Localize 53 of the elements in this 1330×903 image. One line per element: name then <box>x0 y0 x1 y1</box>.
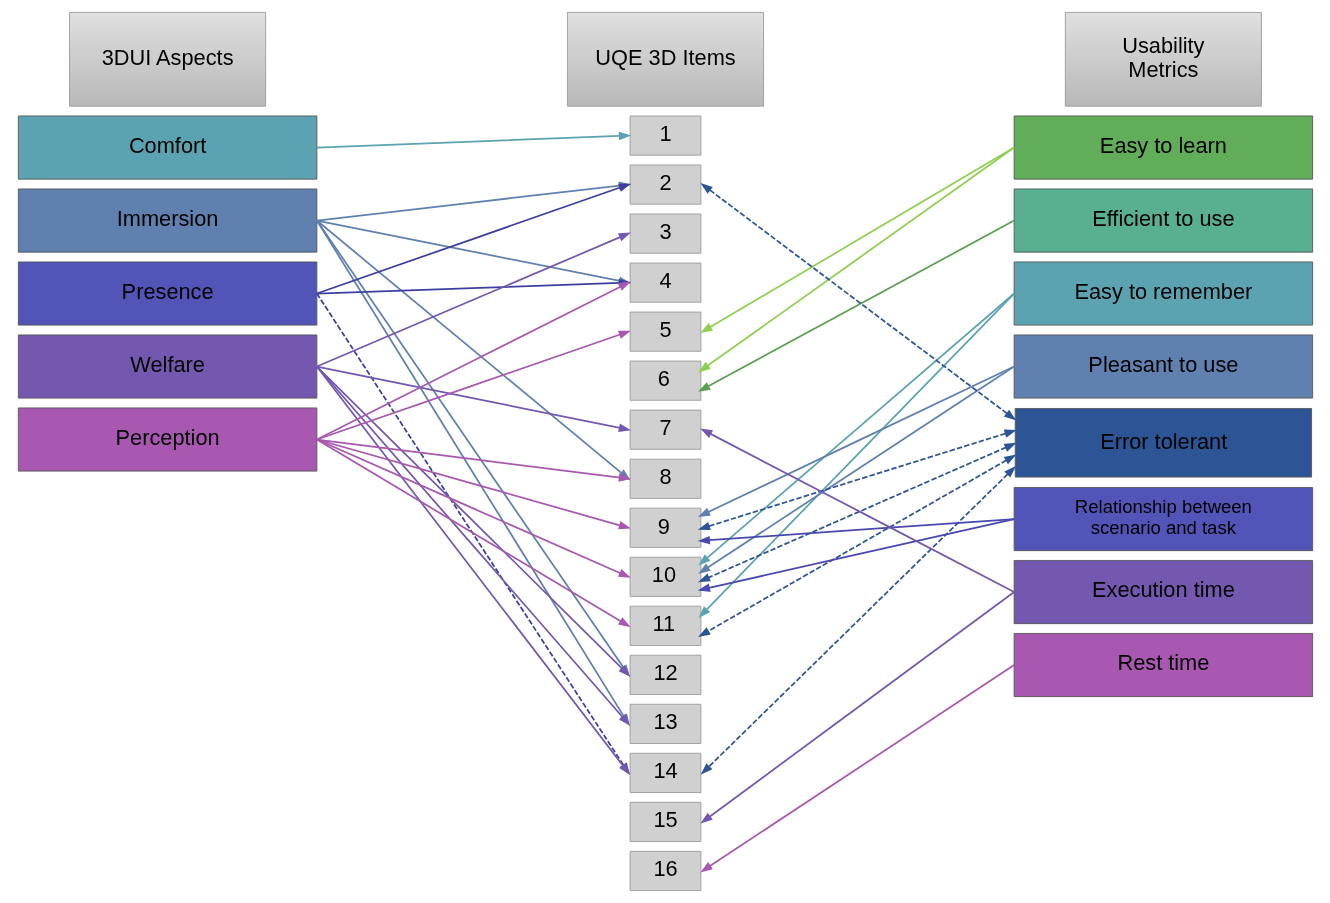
node-box: 3DUI Aspects <box>68 12 266 107</box>
arrow <box>697 429 1017 531</box>
node-box: 2 <box>629 164 701 205</box>
node-box: 12 <box>629 654 701 695</box>
arrow <box>697 442 1017 583</box>
node-box: 14 <box>629 752 701 793</box>
arrow <box>699 591 1015 824</box>
arrow <box>698 292 1015 618</box>
arrow <box>697 219 1015 392</box>
node-box: 1 <box>629 115 701 156</box>
arrow <box>699 146 1015 333</box>
arrow <box>699 664 1015 873</box>
node-box: Efficient to use <box>1013 188 1313 253</box>
node-box: UQE 3D Items <box>566 12 764 107</box>
node-box: 5 <box>629 311 701 352</box>
node-box: 16 <box>629 850 701 891</box>
arrow <box>697 365 1015 517</box>
node-box: Execution time <box>1013 560 1313 625</box>
node-box: Usability Metrics <box>1064 12 1262 107</box>
arrow <box>315 365 631 432</box>
node-box: 13 <box>629 703 701 744</box>
node-box: 10 <box>629 556 701 597</box>
node-box: Immersion <box>17 188 317 253</box>
node-box: 4 <box>629 262 701 303</box>
arrow <box>697 365 1015 574</box>
node-box: Easy to learn <box>1013 115 1313 180</box>
arrow <box>315 281 631 441</box>
arrow <box>697 518 1015 545</box>
node-box: Error tolerant <box>1014 408 1312 478</box>
node-box: 8 <box>629 458 701 499</box>
arrow <box>699 428 1015 593</box>
node-box: 3 <box>629 213 701 254</box>
node-box: Welfare <box>17 334 317 399</box>
arrow <box>697 518 1015 592</box>
node-box: Easy to remember <box>1013 261 1313 326</box>
node-box: 15 <box>629 801 701 842</box>
arrow <box>697 454 1016 637</box>
node-box: Relationship between scenario and task <box>1013 487 1313 552</box>
node-box: Comfort <box>17 115 317 180</box>
node-box: Pleasant to use <box>1013 334 1313 399</box>
arrow <box>700 466 1016 775</box>
node-box: 11 <box>629 605 701 646</box>
node-box: Perception <box>17 407 317 472</box>
arrow <box>315 131 631 149</box>
node-box: 7 <box>629 409 701 450</box>
node-box: Presence <box>17 261 317 326</box>
node-box: Rest time <box>1013 633 1313 698</box>
arrow <box>315 330 631 441</box>
arrow <box>699 183 1016 421</box>
arrow <box>697 292 1015 566</box>
arrow <box>697 146 1015 373</box>
node-box: 6 <box>629 360 701 401</box>
node-box: 9 <box>629 507 701 548</box>
